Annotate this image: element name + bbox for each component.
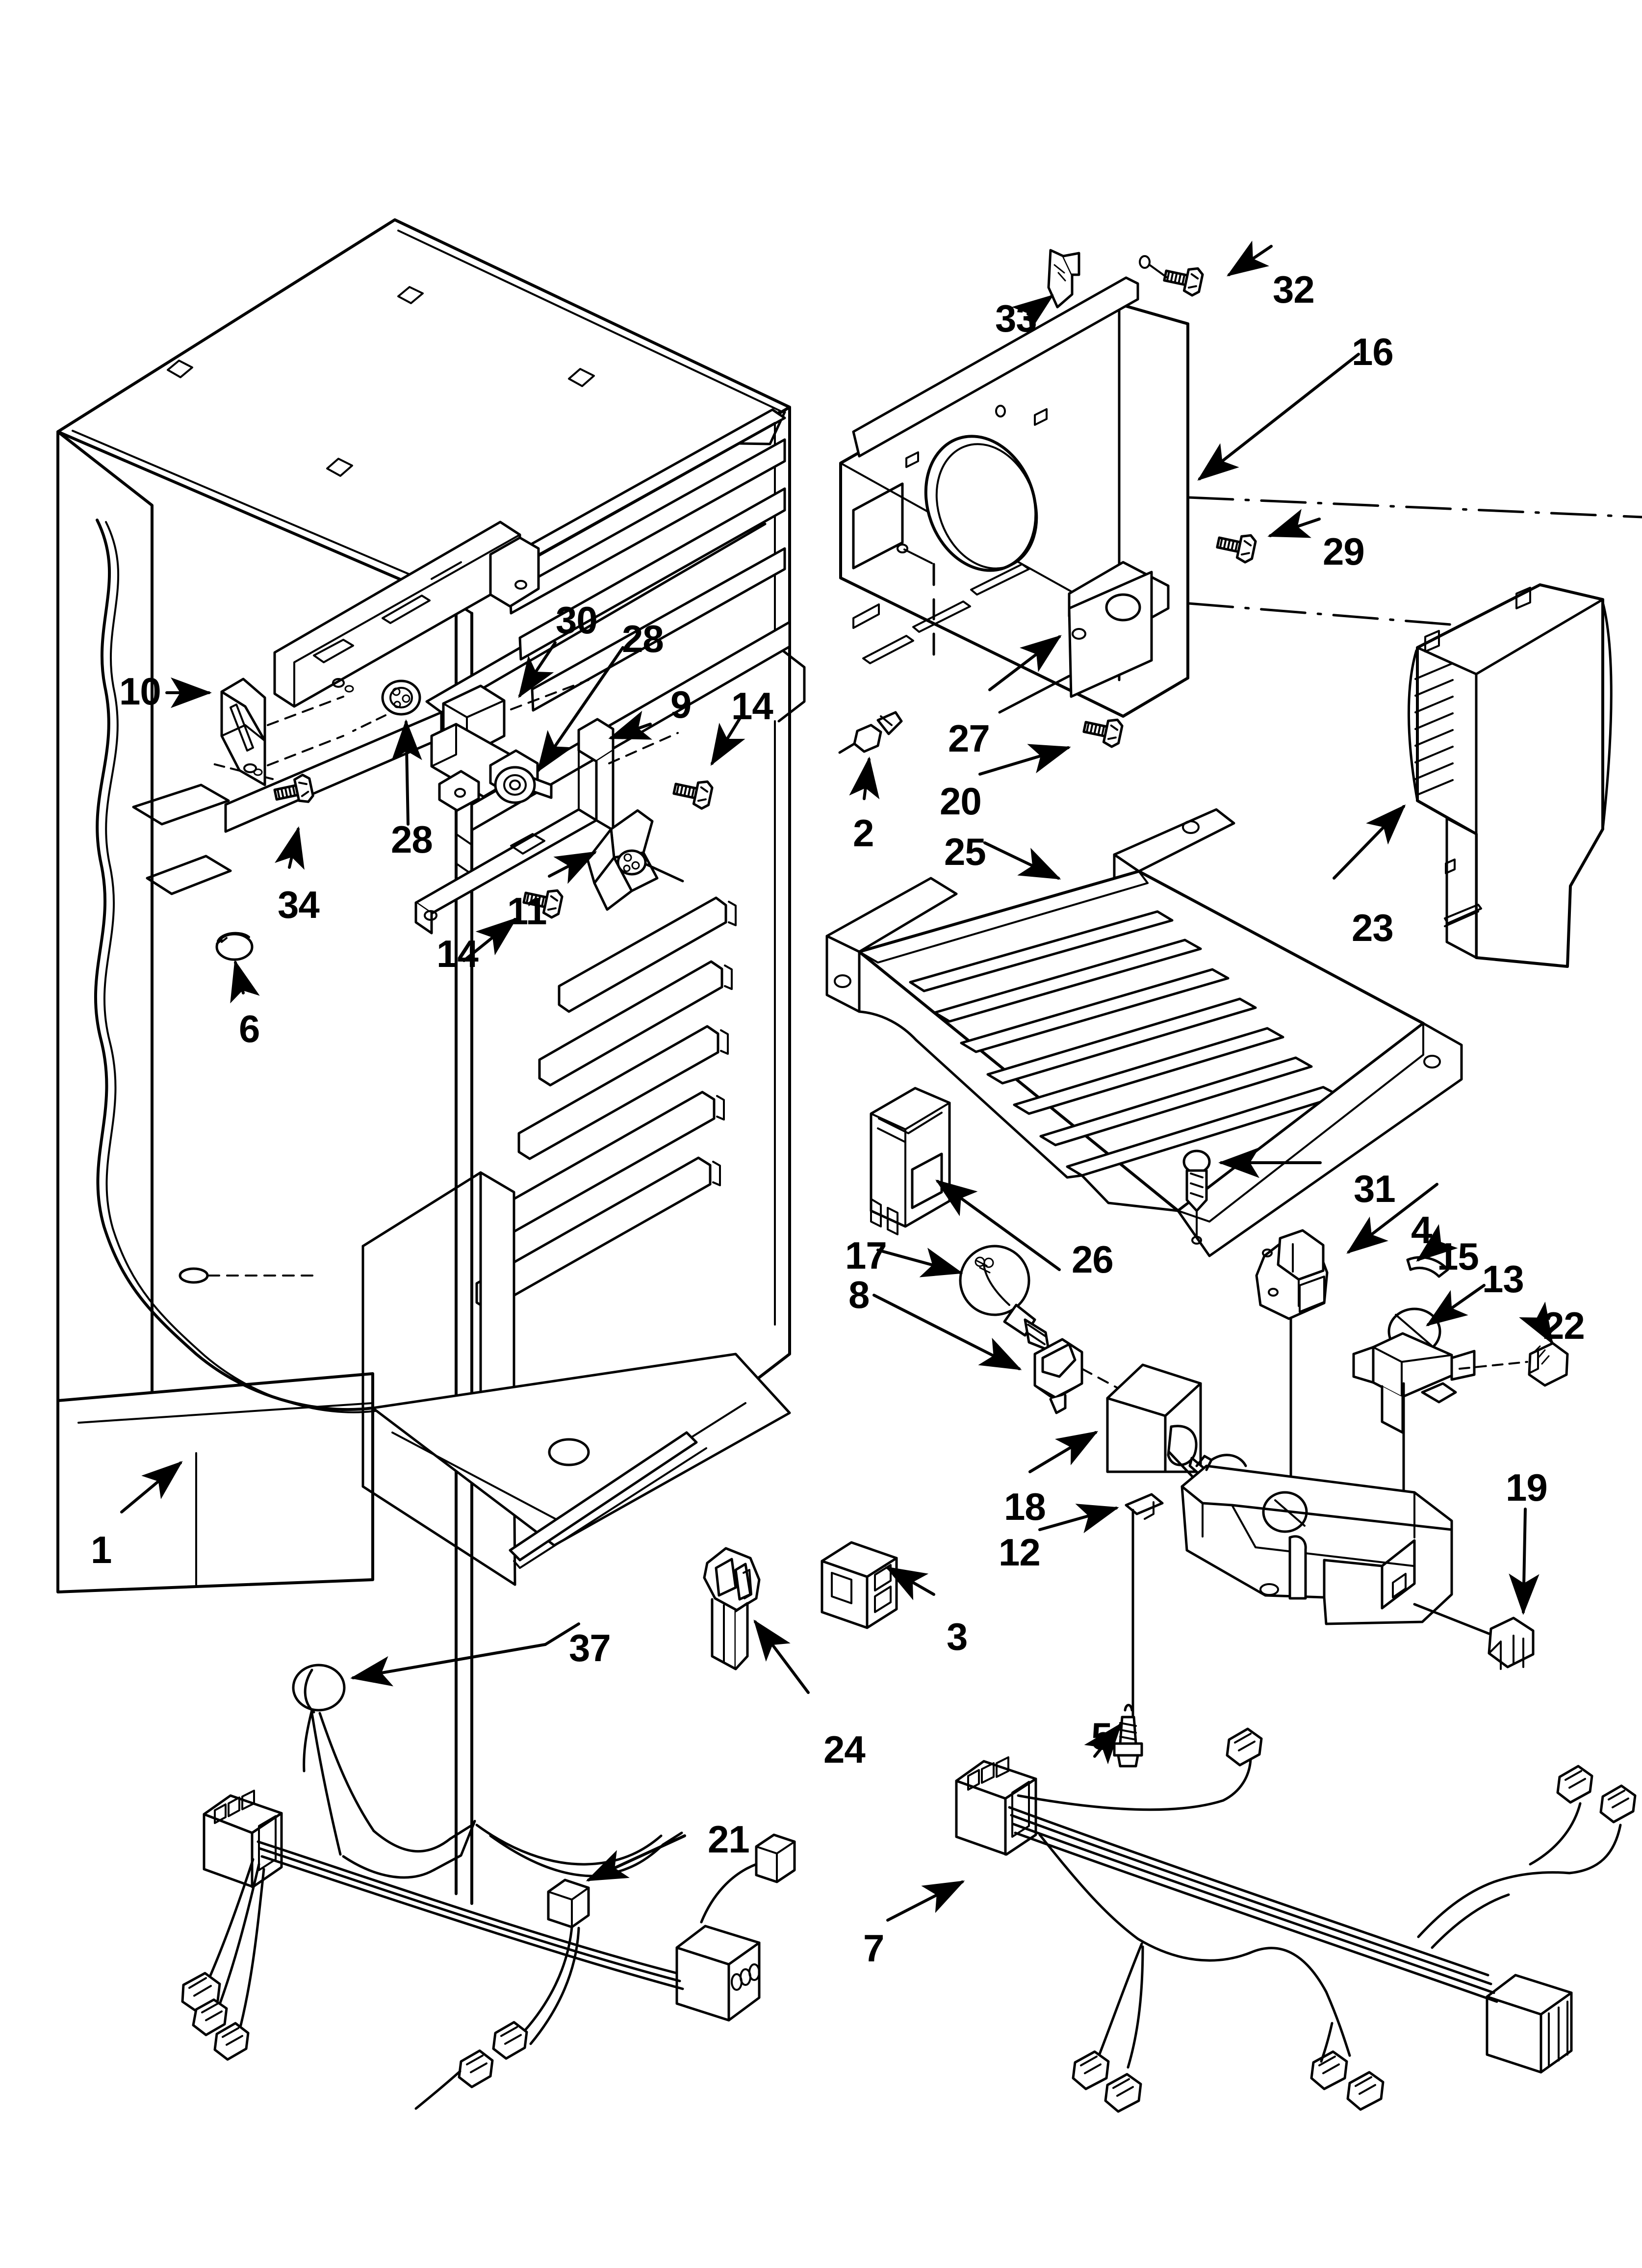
callout-24: 24 [823, 1728, 866, 1771]
part-hinge-bracket [165, 677, 344, 786]
part-fan-bracket [414, 710, 679, 935]
callout-34: 34 [278, 883, 320, 926]
callout-18: 18 [1004, 1485, 1046, 1528]
callout-12: 12 [999, 1531, 1041, 1574]
part-light-shield [1028, 1363, 1208, 1493]
part-screw-32 [1139, 240, 1273, 297]
part-terminal-24 [703, 1547, 810, 1694]
callout-26: 26 [1072, 1238, 1114, 1281]
callout-9: 9 [670, 683, 692, 726]
part-plug-button [215, 932, 260, 1004]
cabinet-liner-body [56, 218, 806, 1905]
part-bushing-37 [292, 1622, 580, 1773]
callout-23: 23 [1352, 906, 1394, 949]
callout-31: 31 [1354, 1167, 1396, 1210]
callout-3: 3 [947, 1615, 968, 1658]
part-screw-14b [462, 884, 563, 962]
part-pan-bracket [1255, 1183, 1438, 1542]
callout-28: 28 [622, 617, 664, 660]
front-rail-bracket [273, 521, 540, 708]
callout-37: 37 [569, 1626, 611, 1669]
callout-20: 20 [940, 780, 982, 823]
callout-21: 21 [708, 1818, 750, 1861]
callout-27: 27 [948, 717, 990, 760]
part-lamp-socket [872, 1294, 1134, 1414]
callout-16: 16 [1352, 330, 1394, 373]
leader-1 [120, 1461, 183, 1513]
part-drip-pan [1180, 1454, 1539, 1670]
part-harness-21 [181, 1712, 796, 2110]
callout-28b: 28 [391, 818, 433, 861]
callout-33: 33 [995, 297, 1037, 340]
callout-6: 6 [239, 1007, 260, 1050]
callout-29: 29 [1323, 530, 1365, 573]
part-base-grille [825, 808, 1463, 1257]
callout-7: 7 [863, 1927, 884, 1970]
part-wire-clip [1011, 249, 1080, 332]
callout-15: 15 [1437, 1235, 1479, 1278]
callout-32: 32 [1273, 268, 1315, 311]
callout-14b: 14 [436, 932, 479, 975]
callout-25: 25 [944, 830, 986, 873]
callout-5: 5 [1091, 1715, 1112, 1758]
callout-1: 1 [91, 1528, 112, 1571]
part-screw-29 [1215, 509, 1321, 564]
callout-22: 22 [1543, 1304, 1585, 1347]
callout-8: 8 [848, 1273, 870, 1316]
part-screw-14a [672, 716, 745, 810]
part-screw-20 [978, 713, 1123, 776]
part-connector-3 [821, 1541, 935, 1629]
callout-19: 19 [1506, 1466, 1548, 1509]
callout-11: 11 [507, 889, 547, 933]
part-duct-cover [1333, 583, 1613, 968]
callout-14: 14 [731, 684, 773, 728]
part-light-bulb [876, 1245, 1050, 1352]
part-push-pin [1182, 1147, 1322, 1245]
part-harness-7 [886, 1727, 1637, 2113]
callout-2: 2 [853, 811, 874, 855]
callout-13: 13 [1482, 1257, 1524, 1301]
callout-17: 17 [845, 1234, 887, 1277]
callout-10: 10 [119, 670, 161, 713]
part-defrost-thermostat [1352, 1224, 1569, 1542]
part-fan-blade [548, 809, 684, 911]
part-grommet-28b [494, 646, 624, 804]
callout-30: 30 [556, 599, 598, 642]
part-trough-cover [870, 1087, 1061, 1271]
part-grommet-28a [352, 679, 422, 826]
callout-4: 4 [1411, 1208, 1432, 1251]
part-cover-plate [988, 571, 1153, 714]
part-screw-5 [1084, 1704, 1143, 1768]
part-grommet-2 [838, 711, 903, 800]
